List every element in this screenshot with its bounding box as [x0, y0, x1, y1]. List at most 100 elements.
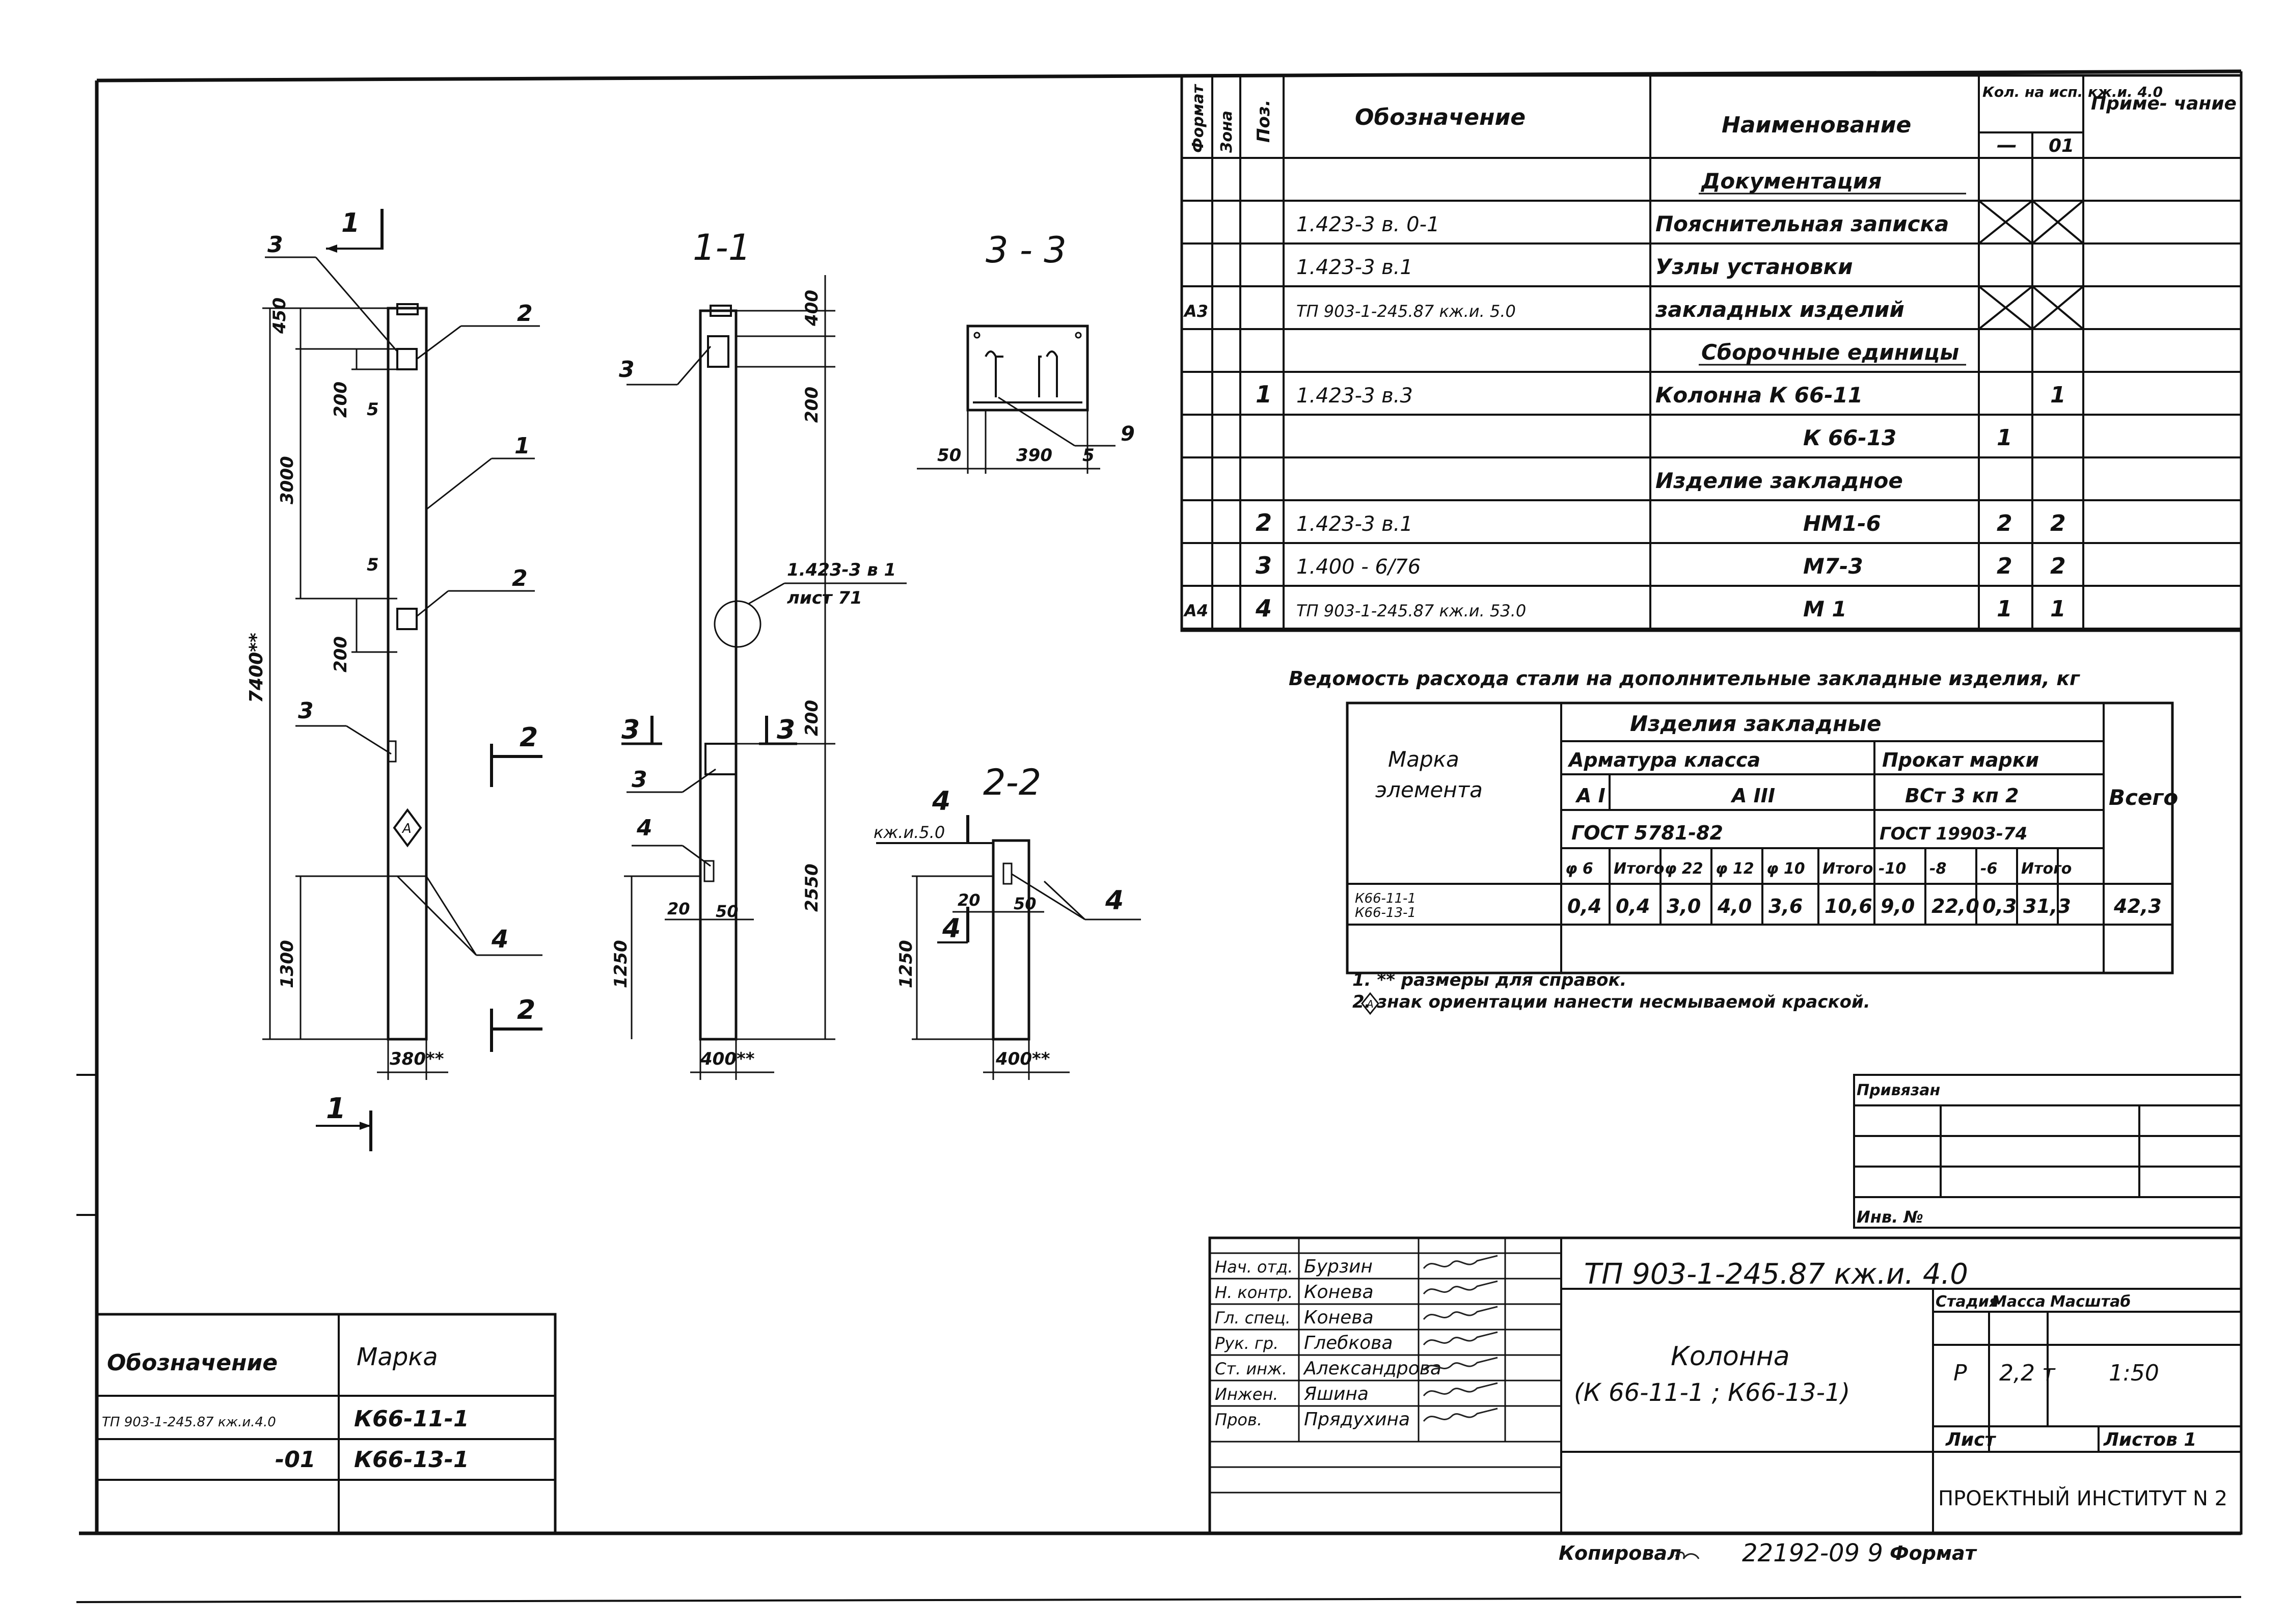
steel-subheader: -6: [1980, 860, 1997, 878]
steel-value: 0,4: [1616, 895, 1650, 917]
signature-row: Рук. гр.Глебкова: [1215, 1331, 1498, 1354]
spec-row-designation: 1.423-3 в.3: [1296, 384, 1413, 408]
steel-armature: Арматура класса: [1567, 749, 1760, 771]
person-role: Нач. отд.: [1215, 1257, 1293, 1277]
dim-33-50: 50: [937, 445, 961, 466]
marks-row-2-mark: К66-13-1: [354, 1447, 469, 1473]
dim-22-1250: 1250: [896, 940, 916, 988]
scale-value: 1:50: [2109, 1360, 2159, 1386]
steel-rolled: Прокат марки: [1882, 749, 2039, 771]
steel-value: 3,0: [1667, 895, 1701, 917]
spec-row-qty: 1: [2050, 382, 2066, 408]
header-qty-sub2: 01: [2049, 136, 2074, 156]
marks-row-1-des: ТП 903-1-245.87 кж.и.4.0: [102, 1415, 276, 1430]
spec-row-name: Изделие закладное: [1655, 468, 1903, 493]
steel-subheader: Итого: [1614, 860, 1664, 878]
dim-200-top: 200: [331, 382, 351, 418]
leader-11-4: 4: [636, 815, 652, 841]
signature-row: Гл. спец.Конева: [1215, 1306, 1498, 1328]
person-name: Бурзин: [1304, 1256, 1373, 1277]
leader-4-main: 4: [491, 925, 508, 954]
cut-1-top: 1: [341, 208, 360, 238]
inventory-label: Инв. №: [1857, 1207, 1923, 1227]
cut-4-top: 4: [932, 786, 950, 817]
person-name: Конева: [1304, 1307, 1374, 1328]
marks-header-mark: Марка: [357, 1343, 438, 1371]
cut-1-bottom: 1: [326, 1092, 346, 1125]
mass-label: Масса: [1992, 1293, 2046, 1311]
marks-row-2-des: -01: [275, 1447, 316, 1473]
signature: [1423, 1306, 1498, 1320]
header-qty-text: Кол. на исп. кж.и. 4.0: [1982, 84, 2163, 100]
mass-value: 2,2 т: [1999, 1360, 2056, 1386]
person-role: Пров.: [1215, 1410, 1262, 1429]
copy-signature: [1675, 1551, 1700, 1559]
steel-total: Всего: [2109, 785, 2178, 810]
dim-11-2550: 2550: [802, 863, 822, 912]
spec-row-name: Сборочные единицы: [1701, 340, 1959, 365]
spec-row-designation: 1.423-3 в.1: [1296, 512, 1413, 536]
spec-row-format: А4: [1183, 601, 1208, 620]
spec-row-qty: 1: [1997, 425, 2012, 451]
orientation-symbol: А: [401, 821, 412, 836]
signature: [1423, 1255, 1498, 1269]
cross-mark: [2031, 200, 2084, 245]
spec-row-name: М7-3: [1803, 554, 1863, 579]
steel-value: 10,6: [1825, 895, 1872, 917]
binding-block: Привязан Инв. №: [1853, 1074, 2242, 1229]
person-name: Глебкова: [1304, 1333, 1393, 1354]
cut-2-top: 2: [520, 722, 538, 753]
leader-1: 1: [514, 433, 530, 459]
steel-gost1: ГОСТ 5781-82: [1571, 822, 1723, 844]
section-2-2-title: 2-2: [983, 762, 1041, 803]
person-name: Прядухина: [1304, 1409, 1410, 1430]
steel-subheader: -10: [1879, 860, 1906, 878]
header-pos: Поз.: [1254, 100, 1274, 143]
spec-row-qty: 2: [2050, 510, 2066, 536]
binding-label: Привязан: [1857, 1081, 1940, 1099]
person-name: Конева: [1304, 1282, 1374, 1303]
spec-row-pos: 1: [1256, 381, 1272, 408]
steel-a3: А III: [1730, 784, 1775, 807]
dim-7400: 7400**: [246, 633, 267, 703]
person-role: Н. контр.: [1215, 1283, 1293, 1302]
section-1-1-title: 1-1: [693, 227, 751, 268]
section-3-3: 3 - 3 50 390 5 9: [917, 229, 1135, 474]
dim-5-top: 5: [367, 399, 379, 420]
header-qty-sub1: —: [1997, 133, 2017, 157]
spec-row: К 66-13 1: [1803, 425, 2012, 451]
person-role: Инжен.: [1215, 1385, 1278, 1404]
spec-row-name: К 66-13: [1803, 425, 1896, 450]
spec-row-pos: 3: [1256, 552, 1272, 579]
steel-grand-total: 42,3: [2113, 895, 2162, 917]
header-format: Формат: [1189, 84, 1207, 153]
section-1-1: 1-1 1.423-3 в 1 лист 71 400 200 200 2550…: [611, 227, 907, 1080]
cut-3-left: 3: [621, 715, 640, 745]
dim-1300: 1300: [277, 940, 297, 988]
signature-row: Ст. инж.Александрова: [1215, 1357, 1498, 1379]
cross-mark: [1978, 200, 2033, 245]
steel-value: 9,0: [1881, 895, 1915, 917]
signature: [1423, 1357, 1498, 1371]
ref-22: кж.и.5.0: [874, 823, 945, 842]
dim-200-mid: 200: [331, 636, 351, 672]
spec-row-designation: 1.423-3 в.1: [1296, 256, 1413, 279]
person-name: Александрова: [1303, 1358, 1441, 1379]
spec-row-name: Узлы установки: [1655, 254, 1853, 279]
spec-row: 1.423-3 в.1 Узлы установки: [1296, 254, 1853, 279]
signature: [1423, 1331, 1498, 1345]
dim-11-20: 20: [667, 899, 690, 918]
header-zone: Зона: [1218, 111, 1236, 153]
dim-22-50: 50: [1014, 894, 1037, 913]
header-qty: Кол. на исп. кж.и. 4.0: [1982, 84, 2163, 100]
column-elevation: А 450 200 3000 5 5 200 7400** 1300 380**…: [246, 208, 542, 1151]
section-3-3-title: 3 - 3: [986, 229, 1067, 271]
sheet-label: Лист: [1945, 1429, 1996, 1450]
steel-subheader: -8: [1929, 860, 1946, 878]
